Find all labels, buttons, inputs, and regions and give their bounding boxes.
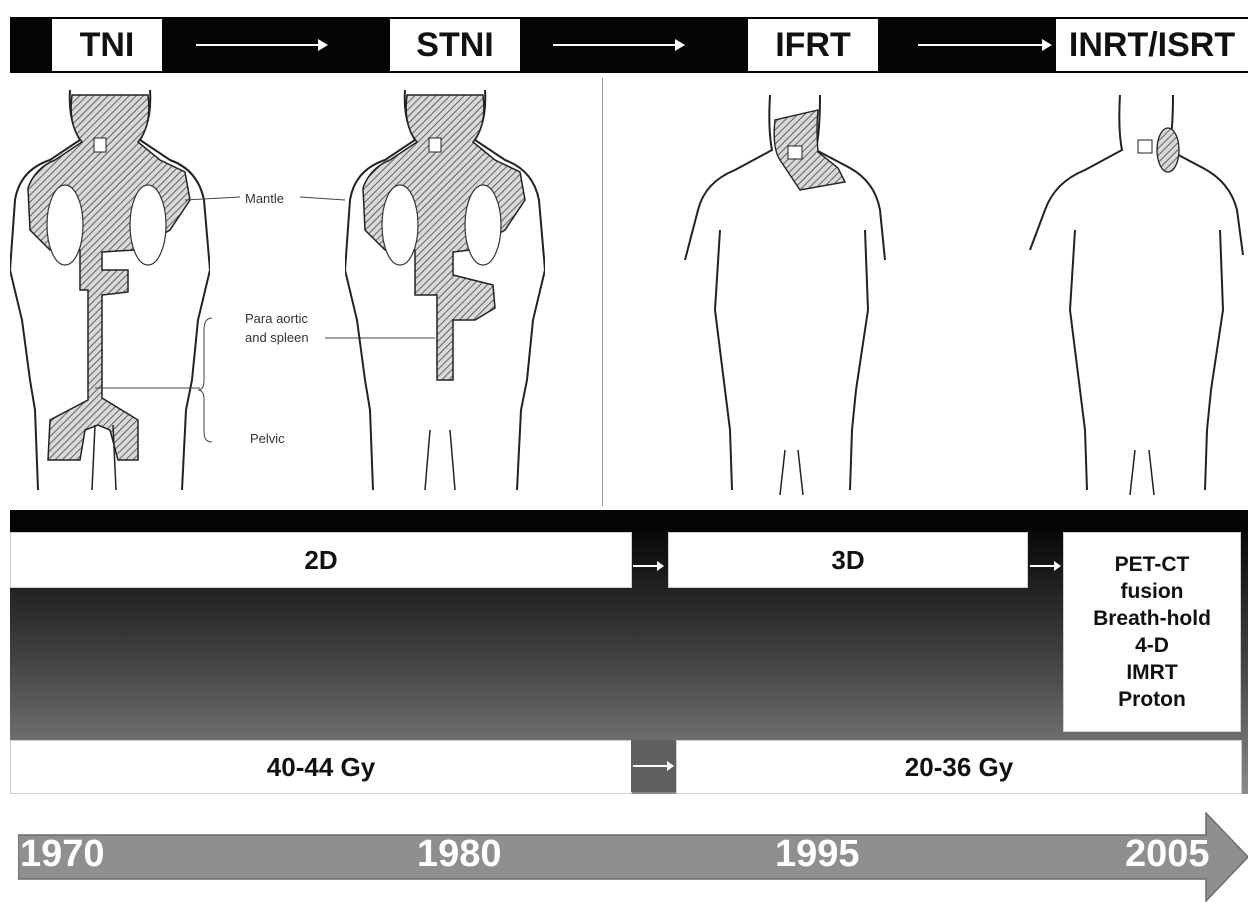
arrow-3d-advanced — [1030, 565, 1060, 567]
dose-early: 40-44 Gy — [10, 740, 632, 794]
tech-pet-ct: PET-CT — [1115, 551, 1190, 578]
tech-4d: 4-D — [1135, 632, 1169, 659]
tech-breath-hold: Breath-hold — [1093, 605, 1211, 632]
arrow-ifrt-inrt — [918, 44, 1050, 46]
planning-advanced: PET-CT fusion Breath-hold 4-D IMRT Proto… — [1063, 532, 1241, 732]
year-1980: 1980 — [417, 833, 502, 881]
figure-inrt-isrt — [1025, 90, 1245, 500]
tech-fusion: fusion — [1121, 578, 1184, 605]
arrow-dose — [633, 765, 673, 767]
tech-proton: Proton — [1118, 686, 1186, 713]
planning-band — [10, 510, 1248, 532]
figure-stni — [345, 80, 545, 500]
era-divider-line — [602, 78, 603, 506]
era-ifrt: IFRT — [748, 19, 878, 71]
era-inrt-isrt: INRT/ISRT — [1056, 19, 1248, 71]
timeline-arrow — [18, 812, 1248, 902]
figure-ifrt — [680, 90, 890, 500]
planning-2d: 2D — [10, 532, 632, 588]
year-2005: 2005 — [1125, 833, 1210, 881]
planning-3d: 3D — [668, 532, 1028, 588]
year-1970: 1970 — [20, 833, 105, 881]
year-1995: 1995 — [775, 833, 860, 881]
dose-late: 20-36 Gy — [676, 740, 1242, 794]
tech-imrt: IMRT — [1126, 659, 1177, 686]
arrow-2d-3d — [633, 565, 663, 567]
